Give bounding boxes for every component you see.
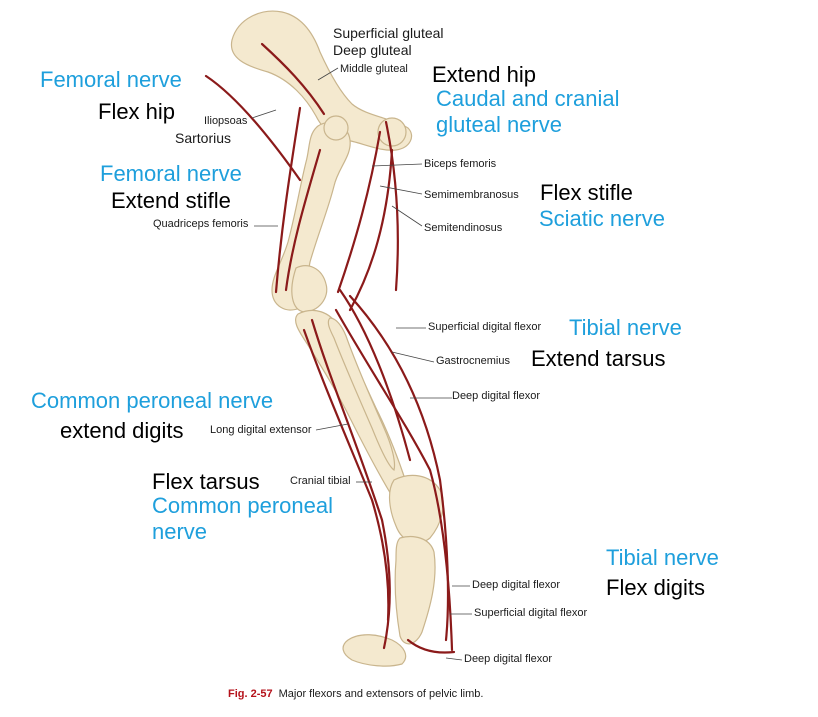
- label-superficial-digital-flexor: Superficial digital flexor: [428, 321, 542, 333]
- label-deep-digital-flexor: Deep digital flexor: [452, 390, 541, 402]
- stifle-bone: [291, 265, 328, 313]
- quadriceps-muscle: [284, 148, 322, 292]
- label-long-digital-extensor: Long digital extensor: [210, 424, 312, 436]
- annotation-gluteal-nerve: gluteal nerve: [436, 112, 562, 137]
- annotation-flex-hip: Flex hip: [98, 99, 176, 124]
- label-biceps-femoris: Biceps femoris: [424, 158, 497, 170]
- iliopsoas-muscle: [204, 74, 302, 182]
- label-gastrocnemius: Gastrocnemius: [436, 355, 510, 367]
- annotation-tibial-nerve-2: Tibial nerve: [606, 545, 719, 570]
- annotation-flex-stifle: Flex stifle: [540, 180, 633, 205]
- gastrocnemius-muscle: [338, 288, 412, 462]
- metatarsus-bone: [394, 535, 436, 645]
- label-deep-digital-flexor-3: Deep digital flexor: [464, 653, 553, 665]
- label-cranial-tibial: Cranial tibial: [290, 475, 351, 487]
- muscle-lines: [204, 42, 456, 654]
- annotation-extend-stifle: Extend stifle: [111, 188, 231, 213]
- label-superficial-digital-flexor-2: Superficial digital flexor: [474, 607, 588, 619]
- fibula-bone: [327, 317, 396, 471]
- cranial-tibial-muscle: [302, 328, 390, 622]
- deep-flexor-muscle: [334, 308, 454, 652]
- annotation-femoral-nerve-2: Femoral nerve: [100, 161, 242, 186]
- label-quadriceps-femoris: Quadriceps femoris: [153, 218, 249, 230]
- label-iliopsoas: Iliopsoas: [204, 115, 248, 127]
- annotation-common-peroneal-nerve: Common peroneal nerve: [31, 388, 274, 413]
- label-deep-digital-flexor-2: Deep digital flexor: [472, 579, 561, 591]
- bones: [230, 10, 444, 667]
- annotation-tibial-nerve: Tibial nerve: [569, 315, 682, 340]
- label-semitendinosus: Semitendinosus: [424, 222, 503, 234]
- pelvis-bone: [230, 10, 413, 151]
- label-semimembranosus: Semimembranosus: [424, 189, 519, 201]
- annotation-flex-digits: Flex digits: [606, 575, 706, 600]
- figure-caption: Fig. 2-57 Major flexors and extensors of …: [228, 688, 483, 700]
- figure-number: Fig. 2-57: [228, 688, 273, 700]
- digit-bones: [342, 634, 407, 667]
- figure-caption-text: Major flexors and extensors of pelvic li…: [278, 688, 484, 700]
- annotation-common-peroneal-2a: Common peroneal: [152, 493, 333, 518]
- annotation-extend-tarsus: Extend tarsus: [531, 346, 666, 371]
- ischium: [377, 117, 407, 147]
- label-deep-gluteal: Deep gluteal: [333, 42, 412, 58]
- sartorius-muscle: [274, 106, 302, 294]
- leader-lines: [251, 67, 472, 661]
- biceps-femoris-muscle: [384, 120, 399, 292]
- hip-joint: [323, 115, 349, 141]
- annotation-sciatic-nerve: Sciatic nerve: [539, 206, 665, 231]
- label-middle-gluteal: Middle gluteal: [340, 63, 408, 75]
- annotation-common-peroneal-2b: nerve: [152, 519, 208, 544]
- annotation-caudal-cranial: Caudal and cranial: [436, 86, 620, 111]
- semitendinosus-muscle: [348, 148, 394, 312]
- annotation-extend-hip: Extend hip: [432, 62, 536, 87]
- semimembranosus-muscle: [336, 130, 382, 294]
- tarsus-bone: [388, 474, 444, 544]
- annotation-flex-tarsus: Flex tarsus: [152, 469, 260, 494]
- annotation-femoral-nerve: Femoral nerve: [40, 67, 182, 92]
- label-sartorius: Sartorius: [175, 130, 232, 146]
- caudal-tendon: [406, 638, 456, 654]
- label-superficial-gluteal: Superficial gluteal: [333, 25, 444, 41]
- annotation-extend-digits: extend digits: [60, 418, 184, 443]
- middle-gluteal-muscle: [260, 42, 326, 116]
